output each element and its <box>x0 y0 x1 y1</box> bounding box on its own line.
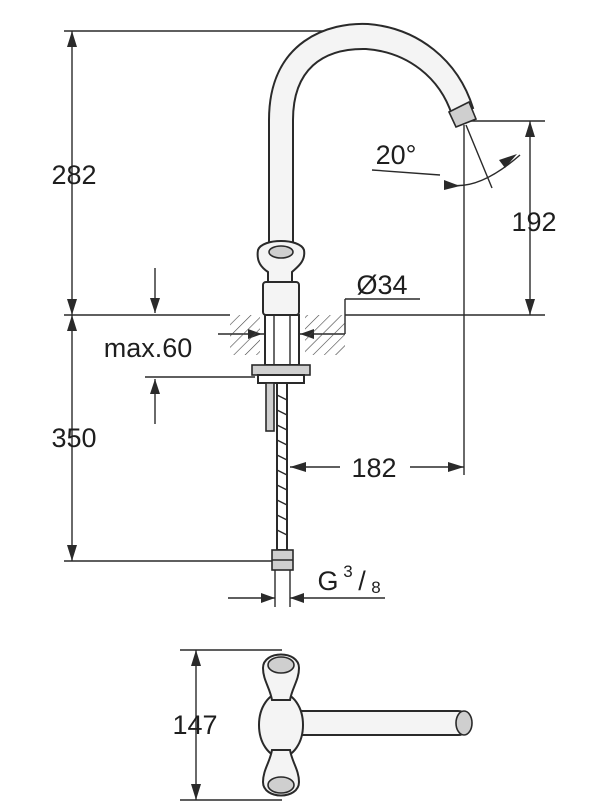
label-bore-diameter: Ø34 <box>356 270 407 300</box>
dimension-labels: 282 192 20° Ø34 max.60 350 182 G 3 / 8 1… <box>51 140 556 740</box>
mounting-shank <box>264 314 300 366</box>
plan-handle-top-cap <box>267 656 295 674</box>
plan-handle-bottom-cap <box>267 776 295 794</box>
label-spout-angle: 20° <box>376 140 417 170</box>
label-below-deck-length: 350 <box>51 423 96 453</box>
plan-spout-arm <box>279 710 471 736</box>
spout-tube <box>268 22 475 251</box>
supply-hose <box>276 382 288 551</box>
label-plan-width: 147 <box>172 710 217 740</box>
label-outlet-height: 192 <box>511 207 556 237</box>
deck-section-left <box>230 315 260 355</box>
fixing-washer <box>257 374 305 384</box>
label-thread-letter: G <box>317 566 338 596</box>
fixing-nut <box>251 364 311 376</box>
label-spout-height: 282 <box>51 160 96 190</box>
plan-spout-tip <box>455 710 473 736</box>
dimension-lines <box>64 30 545 801</box>
deck-section-right <box>305 315 345 355</box>
label-spout-reach: 182 <box>351 453 396 483</box>
label-max-deck-thickness: max.60 <box>104 333 193 363</box>
spout-outlet <box>447 100 478 129</box>
label-thread-separator: / <box>358 566 366 596</box>
hose-braid <box>276 394 288 536</box>
faucet-plan-view <box>258 653 473 797</box>
faucet-elevation <box>230 22 478 571</box>
plan-body <box>258 692 304 758</box>
faucet-base <box>262 281 300 316</box>
label-thread-numerator: 3 <box>343 562 352 581</box>
threaded-rod <box>265 382 275 432</box>
label-thread-denominator: 8 <box>371 578 380 597</box>
handle-cap <box>268 245 294 259</box>
